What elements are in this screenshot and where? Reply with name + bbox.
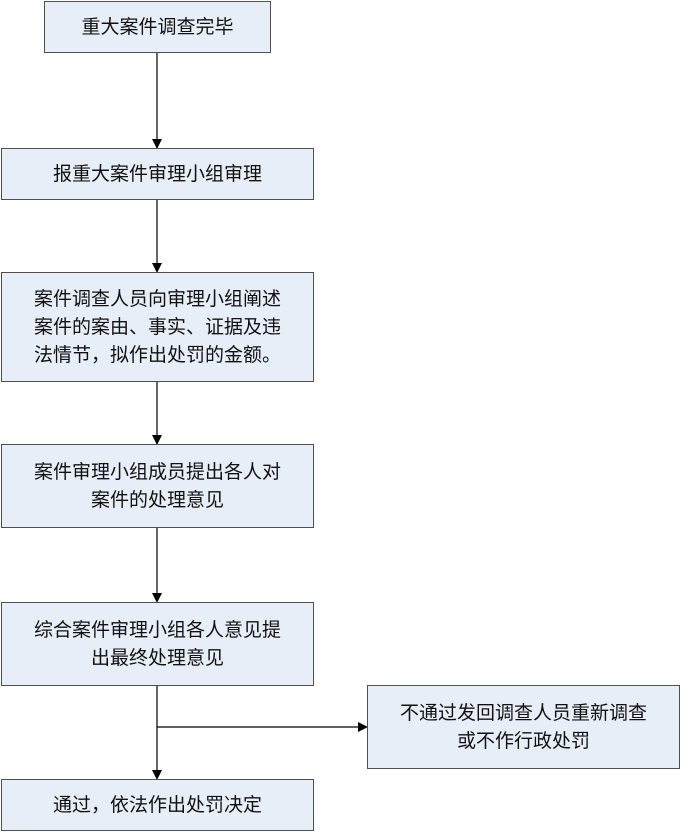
flow-step-label: 重大案件调查完毕 — [81, 16, 234, 38]
flow-step-final-opinion: 综合案件审理小组各人意见提 出最终处理意见 — [1, 602, 314, 686]
flow-step-label: 通过，依法作出处罚决定 — [52, 794, 262, 816]
flow-step-report-review: 报重大案件审理小组审理 — [1, 148, 314, 200]
flow-step-penalty-decision: 通过，依法作出处罚决定 — [1, 779, 314, 831]
flow-step-investigator-explanation: 案件调查人员向审理小组阐述 案件的案由、事实、证据及违 法情节，拟作出处罚的金额… — [1, 272, 314, 382]
flow-step-investigation-complete: 重大案件调查完毕 — [44, 1, 271, 53]
flow-step-label: 报重大案件审理小组审理 — [52, 163, 262, 185]
flow-step-return-or-no-penalty: 不通过发回调查人员重新调查 或不作行政处罚 — [367, 685, 680, 769]
flow-step-label: 案件调查人员向审理小组阐述 案件的案由、事实、证据及违 法情节，拟作出处罚的金额… — [33, 288, 281, 366]
flow-step-member-opinions: 案件审理小组成员提出各人对 案件的处理意见 — [1, 444, 314, 528]
flow-step-label: 综合案件审理小组各人意见提 出最终处理意见 — [33, 619, 281, 669]
flow-step-label: 不通过发回调查人员重新调查 或不作行政处罚 — [399, 702, 647, 752]
flow-step-label: 案件审理小组成员提出各人对 案件的处理意见 — [33, 461, 281, 511]
